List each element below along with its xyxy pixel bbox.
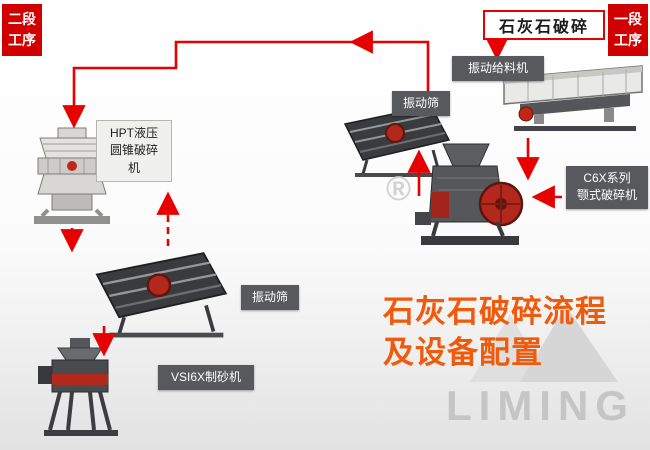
stage-1-badge: 一段 工序: [608, 4, 648, 56]
stage-2-badge: 二段 工序: [2, 4, 42, 56]
label-vibrating-screen-top: 振动筛: [392, 91, 450, 117]
brand-logo-watermark-icon: [470, 306, 618, 382]
caption-line2: 及设备配置: [383, 334, 543, 370]
label-vibrating-feeder: 振动给料机: [452, 56, 544, 82]
vibrating-screen-bottom-image: [95, 252, 228, 338]
caption-line1: 石灰石破碎流程: [383, 294, 607, 329]
jaw-crusher-image: [415, 143, 524, 245]
registered-trademark-icon: ®: [386, 170, 412, 208]
label-vibrating-screen-bottom: 振动筛: [241, 285, 299, 311]
material-title: 石灰石破碎: [483, 10, 605, 40]
label-sand-maker: VSI6X制砂机: [158, 365, 254, 391]
sand-maker-image: [38, 338, 118, 436]
caption: 石灰石破碎流程 及设备配置: [383, 292, 607, 374]
label-jaw-crusher: C6X系列 颚式破碎机: [566, 166, 648, 209]
brand-watermark: LIMING: [446, 382, 635, 429]
cone-crusher-image: [34, 127, 110, 224]
label-cone-crusher: HPT液压 圆锥破碎 机: [96, 120, 172, 183]
